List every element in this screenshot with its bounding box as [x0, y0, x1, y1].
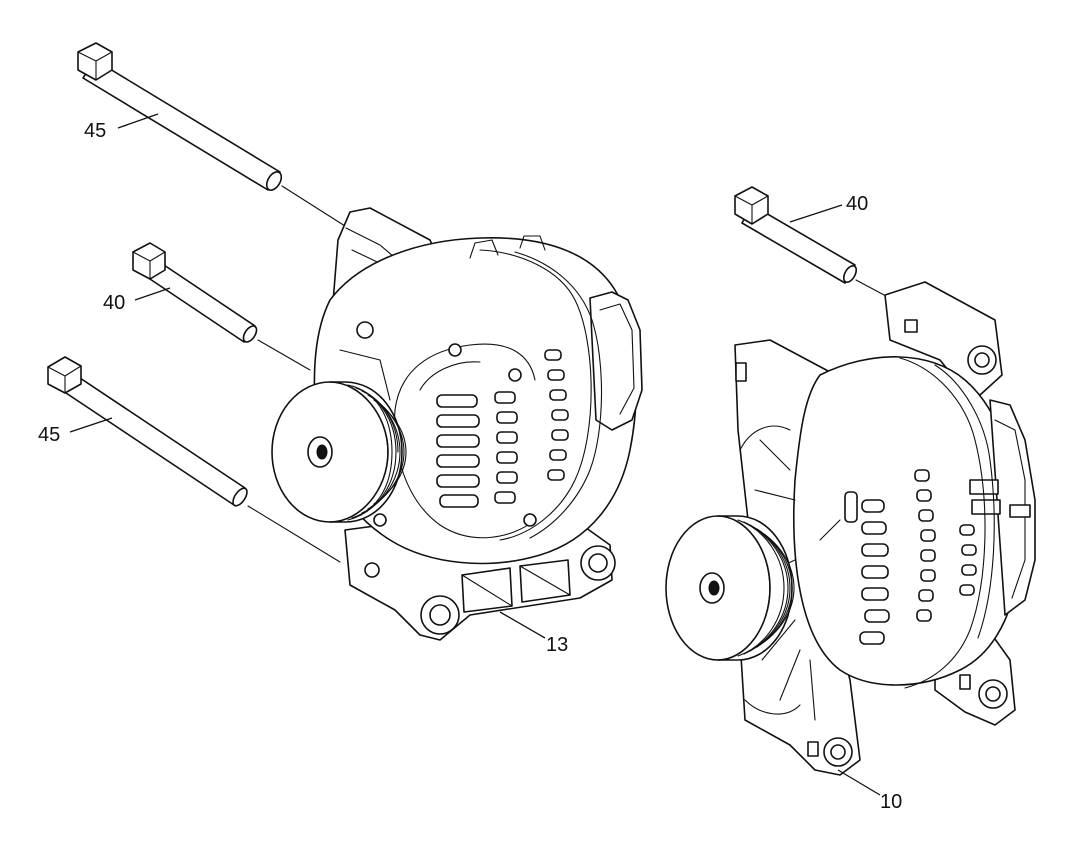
callout-bolt-45-lower: 45 — [38, 424, 60, 446]
cooling-slots-left-unit — [436, 349, 569, 508]
bolt-40-middle — [132, 242, 311, 371]
bolt-45-lower — [47, 356, 341, 563]
callout-bolt-40-middle: 40 — [103, 292, 125, 314]
cooling-slots-right-unit — [844, 469, 977, 645]
callout-bolt-45-upper: 45 — [84, 120, 106, 142]
pulley-right-unit — [665, 515, 795, 661]
pulley-left-unit — [271, 381, 407, 523]
alternator-with-bracket — [271, 207, 643, 641]
bolt-40-right — [734, 186, 887, 297]
bolt-45-upper — [77, 42, 346, 227]
callout-bracket-13: 13 — [546, 634, 568, 656]
alternator-right-unit — [665, 281, 1036, 776]
callout-bolt-40-right: 40 — [846, 193, 868, 215]
callout-leaders — [69, 113, 881, 796]
callout-alternator-10: 10 — [880, 791, 902, 813]
